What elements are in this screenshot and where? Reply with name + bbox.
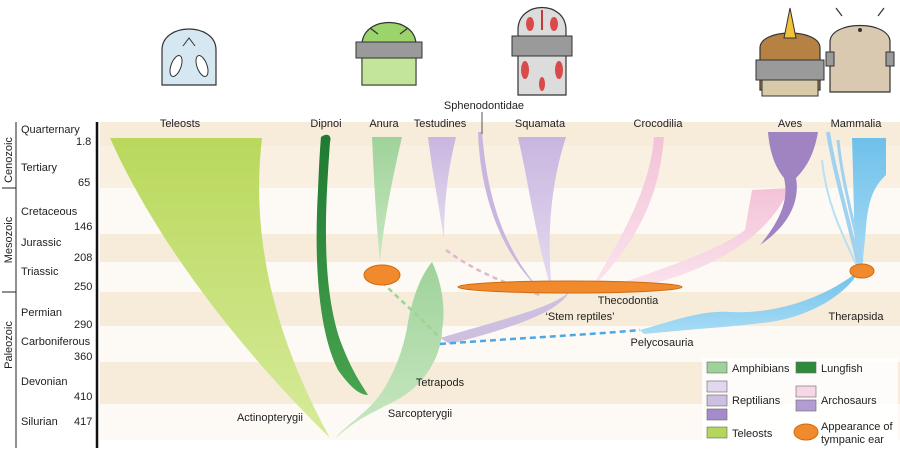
legend-teleosts: Teleosts — [732, 428, 773, 440]
mammal-branch — [821, 159, 857, 265]
testudines-lineage — [428, 137, 456, 240]
mammal-branch — [836, 139, 864, 263]
tympanic-ear-reptiles — [457, 280, 683, 294]
label-tetrapods: Tetrapods — [416, 377, 465, 389]
lineage-shapes — [110, 112, 886, 438]
legend-lungfish: Lungfish — [821, 363, 863, 375]
mammalia-lineage — [852, 138, 886, 270]
period-name: Triassic — [21, 266, 59, 278]
label-actinopterygii: Actinopterygii — [237, 412, 303, 424]
legend-swatch-lungfish — [795, 361, 817, 374]
mammal-head-illustration — [825, 7, 895, 93]
squamata-lineage — [518, 137, 566, 292]
label-therapsida: Therapsida — [828, 311, 884, 323]
period-mya: 360 — [74, 351, 92, 363]
lizard-head-illustration — [511, 7, 573, 96]
legend-swatch-amphibians — [706, 361, 728, 374]
taxa-labels: Teleosts Dipnoi Anura Testudines Sphenod… — [160, 100, 885, 424]
legend-amphibians: Amphibians — [732, 363, 790, 375]
dipnoi-lineage — [316, 134, 368, 395]
period-mya: 1.8 — [76, 136, 91, 148]
label-sphenodontidae: Sphenodontidae — [444, 100, 524, 112]
legend-swatch-reptilian-2 — [706, 394, 728, 407]
band-carboniferous — [100, 326, 900, 362]
period-name: Carboniferous — [21, 336, 91, 348]
label-crocodilia: Crocodilia — [634, 118, 684, 130]
legend-reptilians: Reptilians — [732, 395, 781, 407]
period-name: Silurian — [21, 416, 58, 428]
label-thecodontia: Thecodontia — [598, 295, 659, 307]
period-name: Quarternary — [21, 124, 80, 136]
period-mya: 290 — [74, 319, 92, 331]
legend-swatch-archosaur-1 — [795, 385, 817, 398]
label-pelycosauria: Pelycosauria — [631, 337, 695, 349]
era-mesozoic: Mesozoic — [3, 216, 15, 263]
period-mya: 146 — [74, 221, 92, 233]
mammal-branch — [826, 131, 860, 263]
fish-head-illustration — [161, 28, 217, 86]
archosaur-lineage — [600, 188, 790, 292]
period-name: Devonian — [21, 376, 67, 388]
teleosts-lineage — [110, 138, 330, 438]
period-mya: 208 — [74, 252, 92, 264]
stem-reptiles-lineage — [440, 290, 570, 344]
legend-swatch-reptilian-3 — [706, 408, 728, 421]
period-mya: 410 — [74, 391, 92, 403]
legend: Amphibians Lungfish Reptilians Archosaur… — [702, 358, 898, 448]
label-teleosts: Teleosts — [160, 118, 201, 130]
crocodilia-lineage — [590, 137, 664, 290]
era-cenozoic: Cenozoic — [3, 137, 15, 183]
period-name: Permian — [21, 307, 62, 319]
legend-archosaurs: Archosaurs — [821, 395, 877, 407]
legend-swatch-tympanic — [793, 423, 819, 441]
period-mya: 65 — [78, 177, 90, 189]
period-mya: 417 — [74, 416, 92, 428]
label-sarcopterygii: Sarcopterygii — [388, 408, 452, 420]
frog-head-illustration — [355, 22, 423, 86]
aves-lineage — [760, 132, 818, 245]
tympanic-ear-mammals — [849, 263, 875, 279]
label-dipnoi: Dipnoi — [310, 118, 341, 130]
era-paleozoic: Paleozoic — [3, 321, 15, 369]
label-stem-reptiles: ‘Stem reptiles’ — [545, 311, 614, 323]
tympanic-ear-anura — [363, 264, 401, 286]
anura-lineage — [372, 137, 402, 262]
label-testudines: Testudines — [414, 118, 467, 130]
therapsida-lineage — [640, 270, 860, 334]
amphibian-dashed-link — [381, 281, 441, 339]
label-mammalia: Mammalia — [831, 118, 883, 130]
period-name: Cretaceous — [21, 206, 78, 218]
time-axis: Cenozoic Mesozoic Paleozoic Quarternary … — [2, 122, 99, 448]
pelycosauria-dashed-link — [439, 328, 641, 346]
legend-tympanic-line2: tympanic ear — [821, 434, 884, 446]
label-squamata: Squamata — [515, 118, 566, 130]
period-name: Jurassic — [21, 237, 62, 249]
tetrapod-lineage — [336, 262, 444, 438]
period-mya: 250 — [74, 281, 92, 293]
bird-head-illustration — [755, 7, 825, 97]
legend-swatch-teleosts — [706, 426, 728, 439]
label-anura: Anura — [369, 118, 399, 130]
legend-tympanic-line1: Appearance of — [821, 421, 893, 433]
period-name: Tertiary — [21, 162, 58, 174]
legend-swatch-archosaur-2 — [795, 399, 817, 412]
label-aves: Aves — [778, 118, 803, 130]
legend-swatch-reptilian-1 — [706, 380, 728, 393]
